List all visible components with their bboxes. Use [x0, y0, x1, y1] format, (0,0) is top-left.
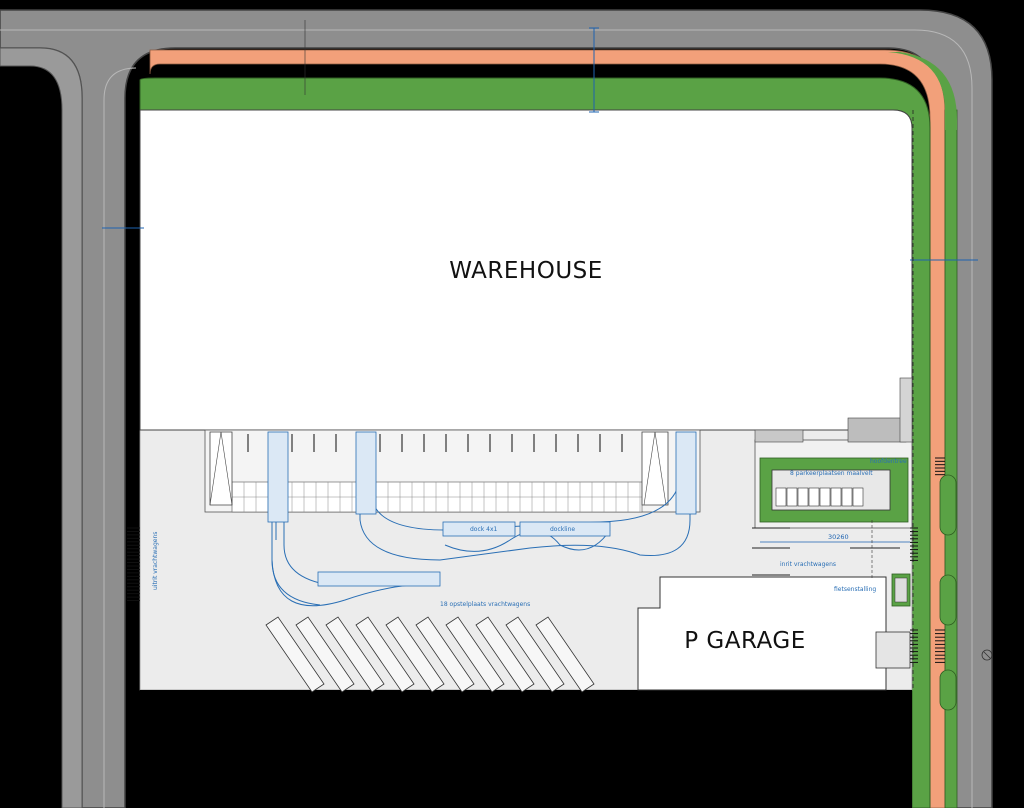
visitor-parking: [754, 377, 913, 529]
car-stall: [797, 487, 809, 507]
bike-storage-label: fietsenstalling: [834, 586, 876, 593]
dimension-top: [589, 27, 599, 113]
truck-entry-label: inrit vrachtwagens: [780, 561, 836, 568]
unused-area: [140, 690, 912, 808]
truck-parking-stall: [295, 616, 355, 693]
warehouse-building: [139, 109, 913, 431]
visitor-parking-label: 8 parkeerplaatsen maalvelt: [790, 470, 873, 477]
truck-outlines-blue: [267, 431, 697, 587]
truck-parking-stall: [535, 616, 595, 693]
dimension-value: 30260: [828, 533, 849, 541]
car-stall: [808, 487, 820, 507]
north-arrow-icon: [981, 649, 993, 661]
car-stall: [852, 487, 864, 507]
car-stall: [775, 487, 787, 507]
car-stall: [830, 487, 842, 507]
dock-label-2: dockline: [550, 526, 575, 533]
entrance-label: hoofdentree: [870, 458, 907, 465]
driveway-markings: [752, 527, 900, 576]
truck-parking-stalls: [265, 616, 595, 693]
garage-label: P GARAGE: [684, 628, 805, 654]
side-road-left: [0, 47, 83, 808]
road-lane-line: [0, 29, 973, 808]
truck-parking-stall: [325, 616, 385, 693]
truck-parking-stall: [445, 616, 505, 693]
truck-parking-label: 18 opstelplaats vrachtwagens: [440, 601, 530, 608]
gate-house: [875, 573, 911, 669]
parking-garage: [637, 576, 887, 691]
car-stall: [841, 487, 853, 507]
truck-parking-stall: [385, 616, 445, 693]
dock-label-1: dock 4x1: [470, 526, 498, 533]
truck-parking-stall: [505, 616, 565, 693]
truck-parking-stall: [475, 616, 535, 693]
car-stall: [819, 487, 831, 507]
road-lane-line-left: [103, 67, 137, 808]
right-planters: [939, 474, 957, 711]
grass-right-top: [888, 52, 957, 130]
warehouse-label: WAREHOUSE: [449, 258, 603, 284]
crosswalks: [127, 457, 945, 663]
truck-parking-stall: [415, 616, 475, 693]
truck-parking-stall: [265, 616, 325, 693]
truck-parking-stall: [355, 616, 415, 693]
truck-exit-label: uitrit vrachtwagens: [152, 532, 159, 590]
car-stall: [786, 487, 798, 507]
